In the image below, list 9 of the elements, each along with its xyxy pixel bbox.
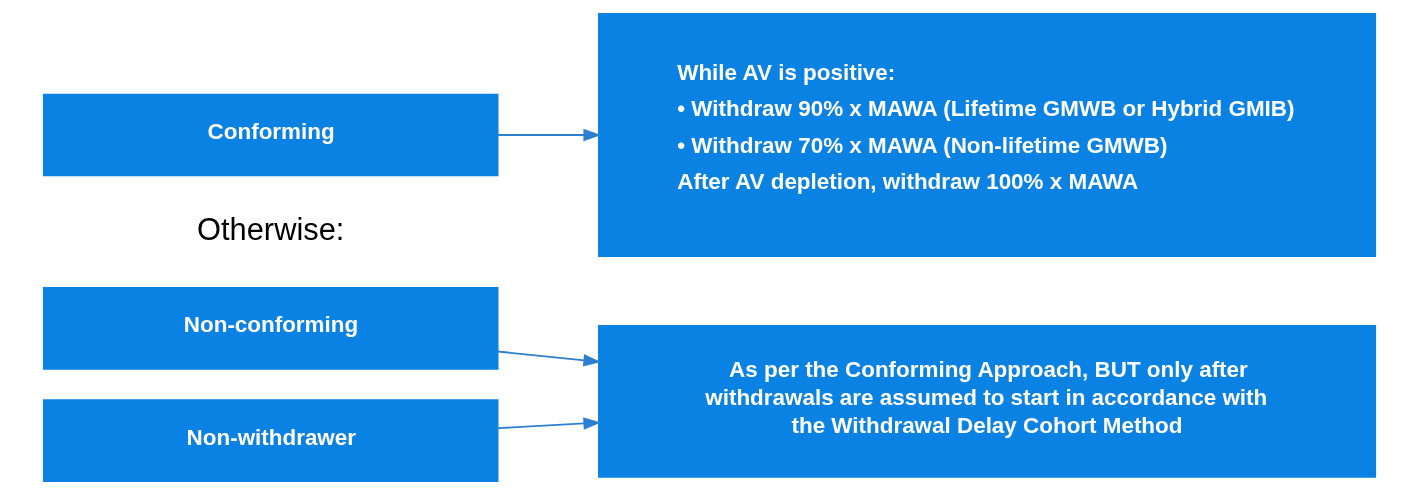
label: Otherwise: <box>197 211 345 247</box>
node-box: Non-conforming <box>42 287 499 370</box>
node-box: Non-withdrawer <box>42 399 499 482</box>
arrow <box>496 128 602 142</box>
node-box: As per the Conforming Approach, BUT only after withdrawals are assumed to start in accordance with the Withdrawal Delay Cohort Method <box>598 324 1377 478</box>
node-box: Conforming <box>42 93 499 177</box>
node-box: While AV is positive: • Withdraw 90% x MAWA (Lifetime GMWB or Hybrid GMIB) • Withdraw 70% x MAWA (Non-lifetime GMWB) After AV depletion, withdraw 100% x MAWA <box>598 13 1377 257</box>
arrow <box>496 350 602 367</box>
arrow <box>496 417 602 430</box>
